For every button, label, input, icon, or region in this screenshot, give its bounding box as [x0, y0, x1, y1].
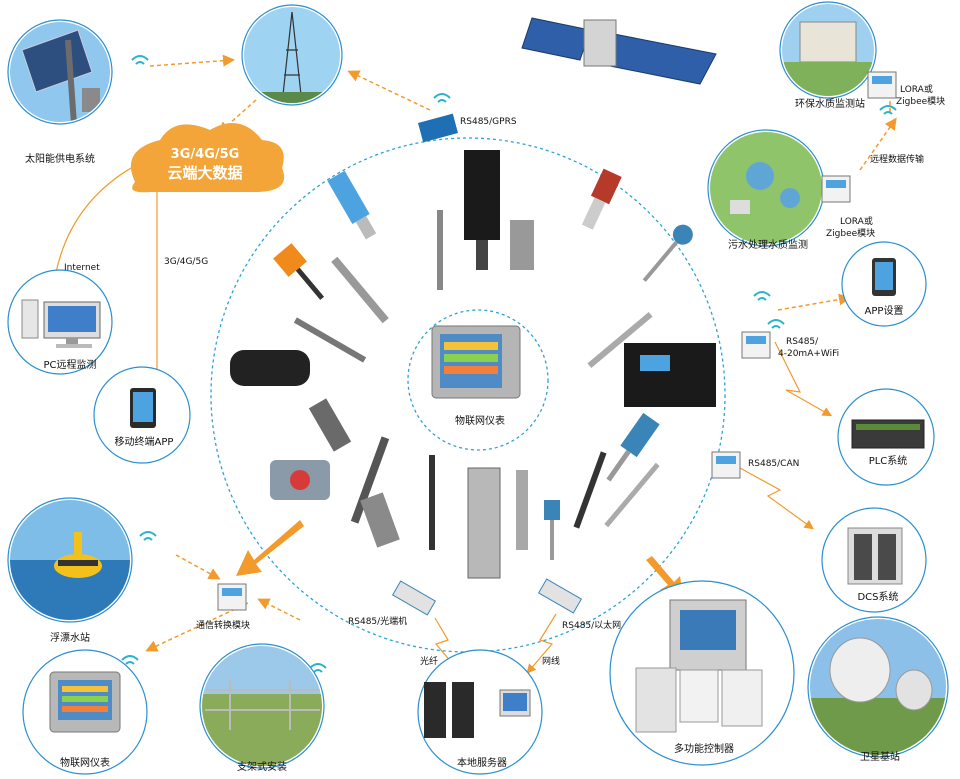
- rs485-wifi-b-label: 4-20mA+WiFi: [778, 349, 839, 359]
- controller-label: 多功能控制器: [674, 742, 734, 755]
- controller-node: 多功能控制器: [610, 581, 794, 765]
- bottom-meter-node: 物联网仪表: [23, 650, 147, 774]
- wifi-module-icon: [742, 332, 770, 358]
- app-setting-label: APP设置: [865, 305, 904, 317]
- env-station-node: 环保水质监测站: [780, 2, 876, 110]
- wifi-icon: [122, 656, 138, 664]
- dcs-node: DCS系统: [822, 508, 926, 612]
- wifi-icon: [880, 106, 896, 114]
- solar-node: 太阳能供电系统: [8, 20, 112, 165]
- wifi-icon: [434, 94, 450, 102]
- bracket-label: 支架式安装: [237, 760, 287, 773]
- wifi-icon: [768, 320, 784, 328]
- mobile-node: 移动终端APP: [94, 367, 190, 463]
- env-station-label: 环保水质监测站: [795, 97, 865, 110]
- iot-meter-icon: [50, 672, 120, 732]
- lora-module-1-icon: [868, 72, 896, 98]
- cloud-line2: 云端大数据: [167, 164, 242, 182]
- internet-label: Internet: [64, 263, 100, 273]
- center-meter-label: 物联网仪表: [455, 414, 505, 427]
- orp-probe-icon: [273, 243, 331, 306]
- ultrasonic-icon: [230, 350, 310, 386]
- sewage-label: 污水处理水质监测: [728, 238, 808, 251]
- radar-level-icon: [578, 169, 621, 232]
- buoy-label: 浮漂水站: [50, 631, 90, 644]
- do-probe-icon: [334, 259, 385, 320]
- mobile-label: 移动终端APP: [115, 435, 174, 448]
- satellite-station-label: 卫星基站: [860, 750, 900, 763]
- app-setting-node: APP设置: [842, 242, 926, 326]
- remote-label: 远程数据传输: [870, 153, 924, 165]
- flow-sensor-icon: [327, 171, 379, 242]
- sewage-node: 污水处理水质监测: [706, 130, 826, 251]
- ion-probe-icon: [360, 492, 400, 547]
- rs485-optical-label: RS485/光端机: [348, 615, 407, 627]
- chlorine-probe-icon: [309, 398, 351, 451]
- tower-node: [240, 5, 344, 112]
- tablet-icon: [130, 388, 156, 428]
- sensor-probe-a-icon: [544, 500, 560, 560]
- pc-label: PC远程监测: [43, 358, 96, 371]
- electromagnetic-flowmeter-icon: [270, 460, 330, 500]
- buoy-node: 浮漂水站: [8, 498, 132, 644]
- lora1-a-label: LORA或: [900, 83, 933, 95]
- pressure-transmitter-icon: [510, 220, 534, 270]
- cod-analyzer-icon: [624, 343, 716, 407]
- satellite-station-node: 卫星基站: [808, 617, 948, 763]
- submersible-probe-icon: [468, 468, 500, 578]
- lora2-a-label: LORA或: [840, 215, 873, 227]
- big-arrow-left: [236, 520, 304, 576]
- lora-module-2-icon: [822, 176, 850, 202]
- sensor-probe-b-icon: [576, 452, 603, 527]
- submersible-probe-2-icon: [516, 470, 528, 550]
- rs485-can-label: RS485/CAN: [748, 459, 799, 469]
- cloud-line1: 3G/4G/5G: [171, 147, 240, 162]
- plc-label: PLC系统: [869, 454, 908, 467]
- solar-label: 太阳能供电系统: [25, 152, 95, 165]
- rs485-gprs-label: RS485/GPRS: [460, 117, 517, 127]
- plc-node: PLC系统: [838, 389, 934, 485]
- server-label: 本地服务器: [457, 756, 507, 769]
- lora2-b-label: Zigbee模块: [826, 227, 875, 239]
- wifi-icon: [132, 56, 148, 64]
- bracket-node: 支架式安装: [200, 644, 324, 773]
- optical-gateway-icon: [393, 581, 436, 615]
- pc-node: PC远程监测: [8, 270, 112, 374]
- dcs-label: DCS系统: [857, 590, 898, 603]
- ph-probe-icon: [464, 150, 500, 270]
- cloud-big-data: 3G/4G/5G 云端大数据: [131, 123, 284, 192]
- rs485-wifi-a-label: RS485/: [786, 337, 819, 347]
- satellite-icon: [522, 18, 716, 84]
- center-meter-node: 物联网仪表: [408, 310, 548, 450]
- temperature-probe-icon: [637, 221, 697, 287]
- g345-label: 3G/4G/5G: [164, 257, 208, 267]
- ethernet-gateway-icon: [539, 579, 582, 613]
- lora1-b-label: Zigbee模块: [896, 95, 945, 107]
- iot-meter-icon: [432, 326, 520, 398]
- wifi-icon: [140, 532, 156, 540]
- server-node: 本地服务器: [418, 650, 542, 774]
- comm-module-icon: [218, 584, 246, 610]
- satellite: [522, 18, 716, 84]
- cable-label: 网线: [542, 655, 560, 667]
- wifi-icon: [754, 292, 770, 300]
- can-module-icon: [712, 452, 740, 478]
- comm-module-label: 通信转换模块: [196, 619, 250, 631]
- bottom-meter-label: 物联网仪表: [60, 756, 110, 769]
- fiber-label: 光纤: [420, 655, 438, 667]
- rs485-ethernet-label: RS485/以太网: [562, 619, 621, 631]
